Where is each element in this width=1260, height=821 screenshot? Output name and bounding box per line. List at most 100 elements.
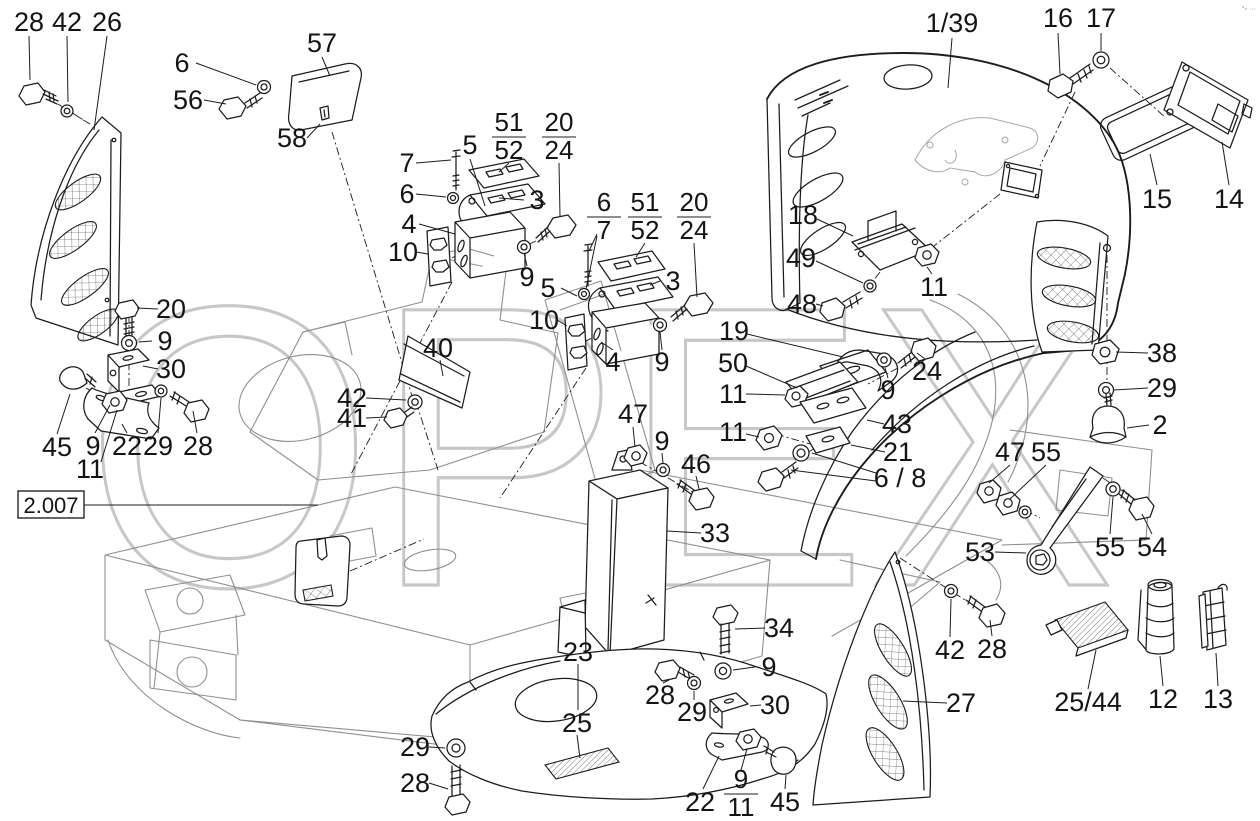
callout-29[interactable]: 29 xyxy=(1113,373,1177,403)
callout-number[interactable]: 6 / 8 xyxy=(874,463,927,493)
callout-15[interactable]: 15 xyxy=(1142,153,1172,214)
callout-11[interactable]: 11 xyxy=(719,379,786,409)
callout-number[interactable]: 6 xyxy=(399,179,414,209)
callout-number[interactable]: 29 xyxy=(1147,373,1177,403)
callout-9[interactable]: 9 xyxy=(880,367,896,405)
callout-2.007[interactable]: 2.007 xyxy=(17,490,318,519)
callout-3[interactable]: 3 xyxy=(498,185,545,215)
callout-number[interactable]: 28 xyxy=(14,7,44,37)
callout-number[interactable]: 53 xyxy=(965,537,995,567)
callout-47[interactable]: 47 xyxy=(618,399,648,448)
callout-11[interactable]: 11 xyxy=(76,409,118,484)
callout-22[interactable]: 22 xyxy=(685,755,720,817)
callout-number[interactable]: 24 xyxy=(680,215,709,245)
callout-6[interactable]: 6 xyxy=(174,48,257,86)
callout-number[interactable]: 28 xyxy=(183,431,213,461)
callout-number[interactable]: 4 xyxy=(605,347,620,377)
callout-27[interactable]: 27 xyxy=(902,688,976,718)
callout-number[interactable]: 20 xyxy=(156,294,186,324)
callout-number[interactable]: 51 xyxy=(631,187,660,217)
callout-10[interactable]: 10 xyxy=(529,305,568,335)
callout-4[interactable]: 4 xyxy=(600,341,621,377)
callout-number[interactable]: 23 xyxy=(563,637,593,667)
callout-12[interactable]: 12 xyxy=(1148,655,1178,714)
callout-number[interactable]: 9 xyxy=(761,652,776,682)
callout-22[interactable]: 22 xyxy=(112,423,142,461)
callout-number[interactable]: 9 xyxy=(734,764,748,794)
callout-14[interactable]: 14 xyxy=(1214,141,1244,214)
callout-9[interactable]: 9 xyxy=(732,652,777,682)
callout-number[interactable]: 30 xyxy=(760,690,790,720)
callout-number[interactable]: 49 xyxy=(786,243,816,273)
callout-number[interactable]: 29 xyxy=(677,697,707,727)
callout-number[interactable]: 22 xyxy=(112,431,142,461)
callout-number[interactable]: 12 xyxy=(1148,684,1178,714)
callout-number[interactable]: 43 xyxy=(882,409,912,439)
callout-number[interactable]: 57 xyxy=(307,28,337,58)
callout-48[interactable]: 48 xyxy=(787,289,824,319)
callout-number[interactable]: 38 xyxy=(1147,338,1177,368)
callout-number[interactable]: 27 xyxy=(946,688,976,718)
callout-number[interactable]: 41 xyxy=(337,403,367,433)
callout-number[interactable]: 52 xyxy=(631,215,660,245)
callout-number[interactable]: 28 xyxy=(977,634,1007,664)
callout-5[interactable]: 5 xyxy=(462,130,486,207)
callout-number[interactable]: 51 xyxy=(495,107,524,137)
callout-number[interactable]: 3 xyxy=(529,185,544,215)
callout-9[interactable]: 9 xyxy=(138,326,173,356)
callout-number[interactable]: 54 xyxy=(1137,532,1167,562)
callout-number[interactable]: 25/44 xyxy=(1054,687,1122,717)
callout-number[interactable]: 9 xyxy=(654,426,669,456)
callout-50[interactable]: 50 xyxy=(718,348,798,389)
callout-30[interactable]: 30 xyxy=(142,354,186,384)
callout-number[interactable]: 46 xyxy=(681,449,711,479)
callout-number[interactable]: 28 xyxy=(645,680,675,710)
callout-58[interactable]: 58 xyxy=(277,123,321,153)
callout-number[interactable]: 47 xyxy=(995,437,1025,467)
callout-6/8[interactable]: 6 / 8 xyxy=(790,452,927,493)
callout-47[interactable]: 47 xyxy=(988,437,1025,484)
callout-number[interactable]: 42 xyxy=(337,383,367,413)
callout-55[interactable]: 55 xyxy=(1009,437,1061,500)
callout-19[interactable]: 19 xyxy=(719,316,844,358)
callout-number[interactable]: 58 xyxy=(277,123,307,153)
callout-3[interactable]: 3 xyxy=(649,266,681,296)
callout-number[interactable]: 15 xyxy=(1142,184,1172,214)
callout-number[interactable]: 25 xyxy=(562,708,592,738)
callout-number[interactable]: 4 xyxy=(401,209,416,239)
callout-43[interactable]: 43 xyxy=(866,409,912,439)
callout-number[interactable]: 11 xyxy=(719,417,747,447)
callout-6/7[interactable]: 67 xyxy=(585,187,621,290)
callout-number[interactable]: 33 xyxy=(700,518,730,548)
callout-17[interactable]: 17 xyxy=(1086,3,1116,51)
callout-number[interactable]: 47 xyxy=(618,399,648,429)
callout-55[interactable]: 55 xyxy=(1095,496,1125,562)
callout-7[interactable]: 7 xyxy=(399,148,452,178)
callout-number[interactable]: 9 xyxy=(654,347,669,377)
callout-29[interactable]: 29 xyxy=(143,397,173,461)
callout-number[interactable]: 9 xyxy=(519,262,534,292)
callout-number[interactable]: 11 xyxy=(76,454,104,484)
callout-33[interactable]: 33 xyxy=(666,518,730,548)
callout-24[interactable]: 24 xyxy=(912,352,942,386)
callout-23[interactable]: 23 xyxy=(563,637,593,710)
callout-number[interactable]: 10 xyxy=(388,237,418,267)
callout-number[interactable]: 14 xyxy=(1214,184,1244,214)
callout-9[interactable]: 9 xyxy=(654,331,670,377)
callout-6[interactable]: 6 xyxy=(399,179,447,209)
callout-5[interactable]: 5 xyxy=(540,273,578,303)
callout-10[interactable]: 10 xyxy=(388,237,429,267)
callout-number[interactable]: 11 xyxy=(728,792,755,821)
callout-9[interactable]: 9 xyxy=(85,404,111,461)
callout-38[interactable]: 38 xyxy=(1115,338,1177,368)
callout-28[interactable]: 28 xyxy=(183,410,213,461)
callout-45[interactable]: 45 xyxy=(770,774,800,817)
callout-number[interactable]: 18 xyxy=(788,200,818,230)
callout-number[interactable]: 5 xyxy=(540,273,555,303)
callout-number[interactable]: 24 xyxy=(545,135,574,165)
callout-28[interactable]: 28 xyxy=(977,619,1007,664)
callout-9/11[interactable]: 911 xyxy=(724,748,758,821)
